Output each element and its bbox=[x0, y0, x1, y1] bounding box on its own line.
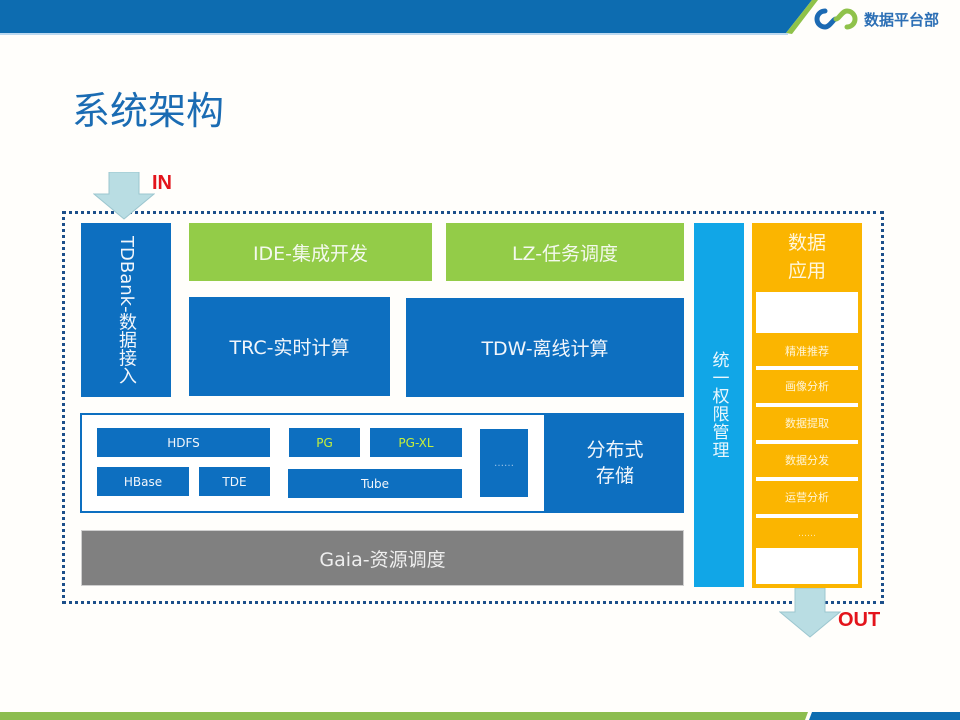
tube-block: Tube bbox=[288, 469, 462, 498]
in-arrow-icon bbox=[93, 172, 155, 220]
app-separator bbox=[756, 366, 858, 370]
auth-management-block: 统一权限管理 bbox=[694, 223, 744, 587]
out-arrow-icon bbox=[779, 588, 841, 638]
app-item: 画像分析 bbox=[756, 372, 858, 399]
tdbank-label: TDBank-数据接入 bbox=[116, 235, 137, 385]
out-label: OUT bbox=[838, 609, 881, 631]
distributed-storage-label-block: 分布式 存储 bbox=[546, 413, 684, 513]
pgxl-block: PG-XL bbox=[370, 428, 462, 457]
system-boundary bbox=[62, 211, 884, 604]
app-item: 精准推荐 bbox=[756, 337, 858, 364]
brand-logo: 数据平台部 bbox=[814, 5, 954, 33]
header-bar bbox=[0, 0, 960, 40]
in-label: IN bbox=[152, 172, 172, 194]
app-separator bbox=[756, 514, 858, 518]
distributed-storage-line1: 分布式 bbox=[586, 439, 644, 461]
trc-realtime-block: TRC-实时计算 bbox=[189, 297, 390, 396]
app-separator bbox=[756, 477, 858, 481]
page-title: 系统架构 bbox=[72, 89, 225, 133]
tdbank-ingest-block: TDBank-数据接入 bbox=[81, 223, 171, 397]
app-item: 数据分发 bbox=[756, 446, 858, 473]
app-item: 运营分析 bbox=[756, 483, 858, 510]
app-separator bbox=[756, 440, 858, 444]
tdw-offline-block: TDW-离线计算 bbox=[406, 298, 684, 397]
ide-block: IDE-集成开发 bbox=[189, 223, 432, 281]
data-apps-title-line1: 数据 bbox=[787, 232, 826, 254]
infinity-logo-icon bbox=[814, 8, 858, 30]
apps-spacer bbox=[756, 292, 858, 333]
app-item: …… bbox=[756, 520, 858, 547]
brand-name: 数据平台部 bbox=[864, 10, 940, 29]
auth-label: 统一权限管理 bbox=[708, 351, 729, 459]
tde-block: TDE bbox=[199, 467, 270, 496]
app-separator bbox=[756, 403, 858, 407]
hbase-block: HBase bbox=[97, 467, 189, 496]
distributed-storage-line2: 存储 bbox=[595, 465, 634, 487]
lz-scheduler-block: LZ-任务调度 bbox=[446, 223, 684, 281]
data-apps-title: 数据 应用 bbox=[752, 228, 862, 286]
pg-block: PG bbox=[289, 428, 360, 457]
data-apps-title-line2: 应用 bbox=[787, 260, 826, 282]
apps-spacer bbox=[756, 548, 858, 584]
storage-more-block: …… bbox=[480, 429, 528, 497]
hdfs-block: HDFS bbox=[97, 428, 270, 457]
gaia-resource-block: Gaia-资源调度 bbox=[81, 530, 684, 586]
app-item: 数据提取 bbox=[756, 409, 858, 436]
footer-bar bbox=[0, 712, 960, 720]
